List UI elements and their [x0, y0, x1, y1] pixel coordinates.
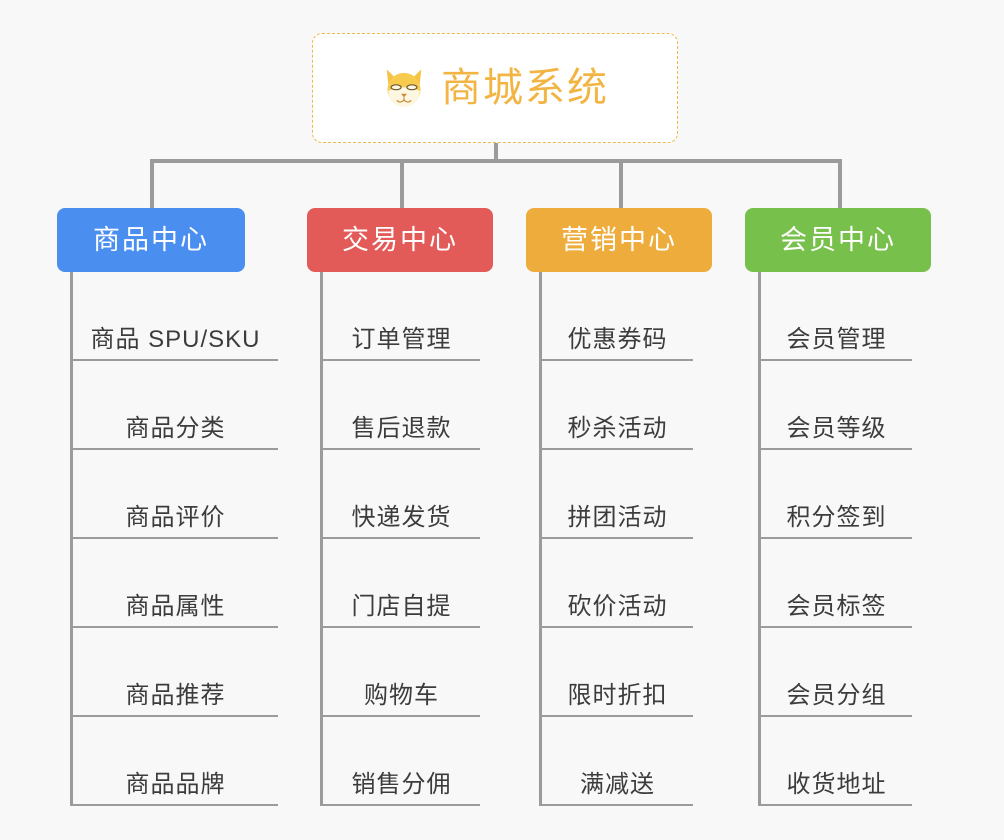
- list-item[interactable]: 收货地址: [761, 717, 912, 806]
- list-item[interactable]: 商品 SPU/SKU: [73, 272, 278, 361]
- list-item-label: 商品分类: [125, 414, 226, 442]
- root-title: 商城系统: [441, 66, 609, 110]
- list-item[interactable]: 商品属性: [73, 539, 278, 628]
- list-item[interactable]: 拼团活动: [542, 450, 693, 539]
- list-item-label: 砍价活动: [567, 592, 668, 620]
- category-label-4: 会员中心: [780, 224, 896, 255]
- list-item[interactable]: 快递发货: [323, 450, 480, 539]
- category-label-2: 交易中心: [342, 224, 458, 255]
- list-item[interactable]: 限时折扣: [542, 628, 693, 717]
- category-box-3[interactable]: 营销中心: [526, 208, 712, 272]
- list-item-label: 购物车: [364, 681, 439, 709]
- category-label-3: 营销中心: [561, 224, 677, 255]
- category-box-1[interactable]: 商品中心: [57, 208, 245, 272]
- list-item[interactable]: 会员管理: [761, 272, 912, 361]
- list-item[interactable]: 优惠券码: [542, 272, 693, 361]
- list-item-label: 会员等级: [786, 414, 887, 442]
- shiba-dog-icon: [386, 69, 422, 107]
- connector-drop-1: [150, 159, 154, 209]
- list-item-label: 商品 SPU/SKU: [90, 325, 261, 353]
- child-list-3: 优惠券码 秒杀活动 拼团活动 砍价活动 限时折扣 满减送: [539, 272, 693, 806]
- connector-drop-2: [400, 159, 404, 209]
- list-item[interactable]: 砍价活动: [542, 539, 693, 628]
- list-item[interactable]: 购物车: [323, 628, 480, 717]
- child-list-4: 会员管理 会员等级 积分签到 会员标签 会员分组 收货地址: [758, 272, 912, 806]
- child-list-2: 订单管理 售后退款 快递发货 门店自提 购物车 销售分佣: [320, 272, 480, 806]
- list-item-label: 限时折扣: [567, 681, 668, 709]
- list-item[interactable]: 满减送: [542, 717, 693, 806]
- list-item-label: 会员标签: [786, 592, 887, 620]
- list-item-label: 商品推荐: [125, 681, 226, 709]
- list-item-label: 积分签到: [786, 503, 887, 531]
- list-item-label: 快递发货: [351, 503, 452, 531]
- list-item-label: 商品品牌: [125, 770, 226, 798]
- connector-drop-4: [838, 159, 842, 209]
- root-node[interactable]: 商城系统: [312, 33, 678, 143]
- list-item-label: 商品属性: [125, 592, 226, 620]
- list-item-label: 秒杀活动: [567, 414, 668, 442]
- list-item-label: 门店自提: [351, 592, 452, 620]
- list-item-label: 收货地址: [786, 770, 887, 798]
- list-item[interactable]: 门店自提: [323, 539, 480, 628]
- list-item[interactable]: 秒杀活动: [542, 361, 693, 450]
- list-item-label: 会员分组: [786, 681, 887, 709]
- list-item-label: 商品评价: [125, 503, 226, 531]
- list-item-label: 订单管理: [351, 325, 452, 353]
- list-item[interactable]: 商品分类: [73, 361, 278, 450]
- list-item[interactable]: 商品推荐: [73, 628, 278, 717]
- list-item[interactable]: 会员标签: [761, 539, 912, 628]
- child-list-1: 商品 SPU/SKU 商品分类 商品评价 商品属性 商品推荐 商品品牌: [70, 272, 278, 806]
- list-item[interactable]: 会员分组: [761, 628, 912, 717]
- list-item-label: 售后退款: [351, 414, 452, 442]
- list-item[interactable]: 商品品牌: [73, 717, 278, 806]
- list-item-label: 满减送: [580, 770, 655, 798]
- connector-drop-3: [619, 159, 623, 209]
- list-item[interactable]: 会员等级: [761, 361, 912, 450]
- list-item[interactable]: 积分签到: [761, 450, 912, 539]
- list-item-label: 优惠券码: [567, 325, 668, 353]
- list-item-label: 销售分佣: [351, 770, 452, 798]
- list-item[interactable]: 商品评价: [73, 450, 278, 539]
- list-item[interactable]: 售后退款: [323, 361, 480, 450]
- list-item-label: 会员管理: [786, 325, 887, 353]
- category-box-2[interactable]: 交易中心: [307, 208, 493, 272]
- category-box-4[interactable]: 会员中心: [745, 208, 931, 272]
- connector-root-stem: [494, 143, 498, 163]
- list-item[interactable]: 销售分佣: [323, 717, 480, 806]
- list-item[interactable]: 订单管理: [323, 272, 480, 361]
- connector-horizontal-bar: [150, 159, 842, 163]
- list-item-label: 拼团活动: [567, 503, 668, 531]
- category-label-1: 商品中心: [93, 224, 209, 255]
